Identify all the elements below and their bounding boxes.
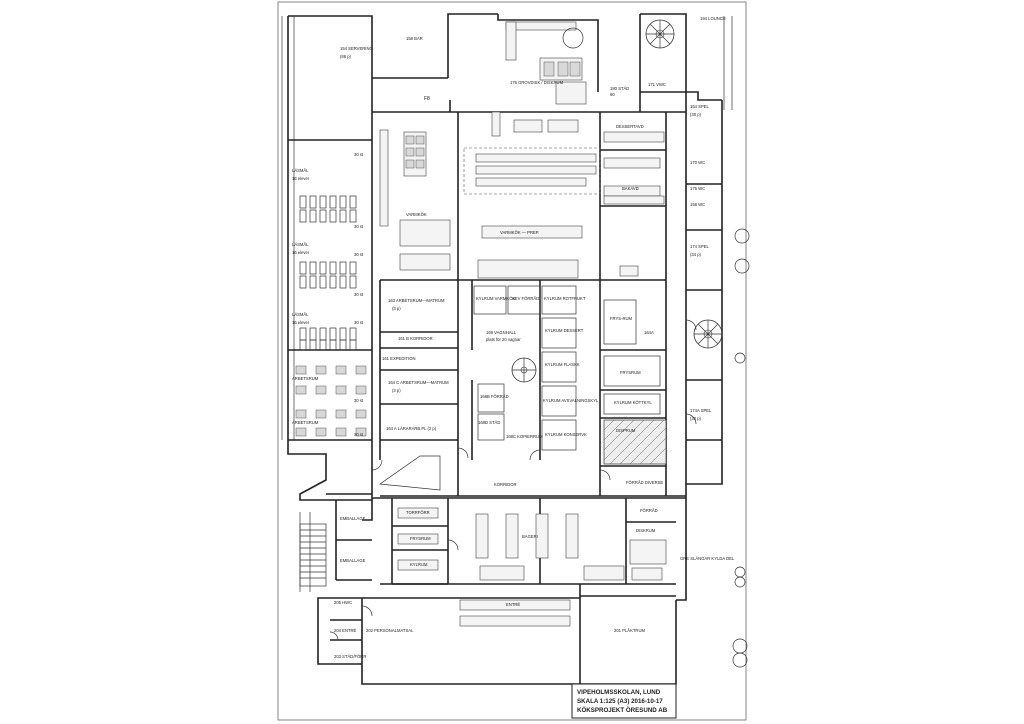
room-hyvlar: 164A bbox=[644, 330, 654, 335]
room-expedition: 161 EXPEDITION bbox=[382, 356, 416, 361]
room-bageri: BAGERI bbox=[522, 534, 538, 539]
room-entre-low: 204 ENTRÉ bbox=[334, 628, 357, 633]
room-bakavd: BAKAVD bbox=[622, 186, 639, 191]
seats-label-1: 30 st bbox=[354, 152, 364, 157]
room-lasmal-3: LÄSMÅL bbox=[292, 312, 309, 317]
structural-grid bbox=[281, 16, 733, 592]
interior-walls bbox=[288, 14, 722, 684]
title-scale: SKALA 1:125 (A3) 2016-10-17 bbox=[577, 698, 663, 705]
spiral-stairs bbox=[511, 19, 723, 383]
seats-label-7: 30 st bbox=[354, 432, 364, 437]
seats-label-2: 30 st bbox=[354, 224, 364, 229]
title-school: VIPEHOLMSSKOLAN, LUND bbox=[577, 689, 661, 696]
room-labels: 154 SERVERING (86 p) 158 BAR 176 GROVDIS… bbox=[292, 16, 735, 659]
room-grovdisk: 176 GROVDISK / DISKRUM bbox=[510, 80, 564, 85]
room-spel-2-sub: (34 p) bbox=[690, 252, 702, 257]
title-block: VIPEHOLMSSKOLAN, LUND SKALA 1:125 (A3) 2… bbox=[571, 683, 677, 719]
room-emballage-2: EMBALLAGE bbox=[340, 558, 366, 563]
room-forrad-diverse: FÖRRÅD DIVERSE bbox=[626, 480, 663, 485]
workstations bbox=[295, 365, 367, 437]
room-servering-seats: (86 p) bbox=[340, 54, 352, 59]
room-emballage-1: EMBALLAGE bbox=[340, 516, 366, 521]
room-arbetsrum-matrum-1: 163 ARBETSRUM—MATRUM bbox=[388, 298, 445, 303]
room-lasmal-3-sub: 16 elever bbox=[292, 320, 310, 325]
room-lararpl: 164 A LÄRARARB.PL (2 p) bbox=[386, 426, 437, 431]
room-arbetsrum-matrum-2-sub: (3 p) bbox=[392, 388, 401, 393]
room-wc-3: 158 WC bbox=[690, 202, 705, 207]
room-forrad-mid: 168B FÖRRÅD bbox=[480, 394, 509, 399]
room-spel-3: 174A SPEL bbox=[690, 408, 712, 413]
cold-room-partitions bbox=[473, 285, 661, 451]
room-kylrum-flaskk: KYLRUM FLASKK bbox=[545, 362, 580, 367]
room-korridor-b: 161 B KORRIDOR bbox=[398, 336, 433, 341]
room-kylrum-konserv: KYLRUM KONSERVK bbox=[545, 432, 587, 437]
room-lasmal-1-sub: 16 elever bbox=[292, 176, 310, 181]
room-vagnhall-sub: plats för 20 vagnar bbox=[486, 337, 521, 342]
seats-label-4: 30 st bbox=[354, 292, 364, 297]
seats-label-6: 30 st bbox=[354, 398, 364, 403]
room-dessertavd: DESSERTAVD bbox=[616, 124, 644, 129]
room-bar: 158 BAR bbox=[406, 36, 423, 41]
room-sopor: GRE SLÄNGAR KYLDA DEL bbox=[680, 556, 735, 561]
room-arbetsrum-2: ARBETSRUM bbox=[292, 420, 319, 425]
room-diskrum: DISKRUM bbox=[636, 528, 656, 533]
room-hwc: 205 HWC bbox=[334, 600, 352, 605]
room-frysrum-low: FRYSRUM bbox=[410, 536, 431, 541]
level-label: 60 bbox=[610, 92, 615, 97]
room-spel-1: 164 SPEL bbox=[690, 104, 710, 109]
room-whc-1: 170 WC bbox=[690, 160, 705, 165]
kitchen-equipment bbox=[379, 21, 667, 627]
drawing-border bbox=[277, 1, 747, 721]
room-spel-2: 174 SPEL bbox=[690, 244, 710, 249]
room-torrforrad: TORRFÖRR bbox=[406, 510, 430, 515]
room-vagnhall: 169 VAGNHALL bbox=[486, 330, 517, 335]
seats-label-5: 30 st bbox=[354, 320, 364, 325]
corridor-diagonal bbox=[379, 455, 441, 491]
room-arbetsrum-matrum-2: 164 C ARBETSRUM—MATRUM bbox=[388, 380, 449, 385]
room-kylrum-low: KYLRUM bbox=[410, 562, 428, 567]
room-arbetsrum-matrum-1-sub: (3 p) bbox=[392, 306, 401, 311]
room-lasmal-1: LÄSMÅL bbox=[292, 168, 309, 173]
room-servering: 154 SERVERING bbox=[340, 46, 373, 51]
room-personalmatsal: 202 PERSONALMATSAL bbox=[366, 628, 414, 633]
room-vwc: 171 VWC bbox=[648, 82, 666, 87]
room-stadforrad: 203 STÄD/FÖRR bbox=[334, 654, 366, 659]
room-kylrum-varmkok: KYLRUM VARMKÖK bbox=[476, 296, 515, 301]
room-stad-mid: 168D STÄD bbox=[478, 420, 500, 425]
room-korridor: KORRIDOR bbox=[494, 482, 517, 487]
room-lasmal-2: LÄSMÅL bbox=[292, 242, 309, 247]
exterior-walls bbox=[287, 13, 723, 685]
door-swings bbox=[329, 319, 697, 641]
room-lounge: 194 LOUNGE bbox=[700, 16, 726, 21]
room-spel-1-sub: (30 p) bbox=[690, 112, 702, 117]
stair-left bbox=[299, 523, 327, 587]
room-entre: ENTRÉ bbox=[506, 602, 520, 607]
room-plaktrum: 201 PLÅKTRUM bbox=[614, 628, 645, 633]
room-kylrum-kottkyl: KYLRUM KÖTTKYL bbox=[614, 400, 652, 405]
room-varmkok: VARMKÖK bbox=[406, 212, 427, 217]
room-disprum: DISPRUM bbox=[616, 428, 636, 433]
room-kylrum-avvalning: KYLRUM AVSVALNINGSKYL bbox=[543, 398, 599, 403]
vagnhall-dashed bbox=[463, 147, 601, 195]
room-frysrum-top: FRYS-RUM bbox=[610, 316, 633, 321]
room-varmkok-prep: VARMKÖK — PREP. bbox=[500, 230, 539, 235]
room-forrad-low: FÖRRÅD bbox=[640, 508, 658, 513]
room-spel-3-sub: (30 p) bbox=[690, 416, 702, 421]
room-whc-2: 175 WC bbox=[690, 186, 705, 191]
seats-label-3: 30 st bbox=[354, 252, 364, 257]
room-kylrum-rotfrukt: KYLRUM ROTFRUKT bbox=[544, 296, 586, 301]
classroom-desks bbox=[299, 195, 357, 351]
room-arbetsrum-1: ARBETSRUM bbox=[292, 376, 319, 381]
disprum-hatch bbox=[603, 419, 667, 465]
room-frysrum-mid: FRYSRUM bbox=[620, 370, 641, 375]
room-kylrum-dessert: KYLRUM DESSERT bbox=[545, 328, 584, 333]
grid-label: F8 bbox=[424, 96, 430, 102]
exterior-planters bbox=[732, 228, 750, 668]
room-lasmal-2-sub: 16 elever bbox=[292, 250, 310, 255]
title-company: KÖKSPROJEKT ÖRESUND AB bbox=[577, 707, 668, 714]
room-forrad-top: SEV FÖRRÅD bbox=[512, 296, 539, 301]
room-stad-top: 180 STÄD bbox=[610, 86, 629, 91]
room-kopierrum: 168C KOPIERRUM bbox=[506, 434, 543, 439]
